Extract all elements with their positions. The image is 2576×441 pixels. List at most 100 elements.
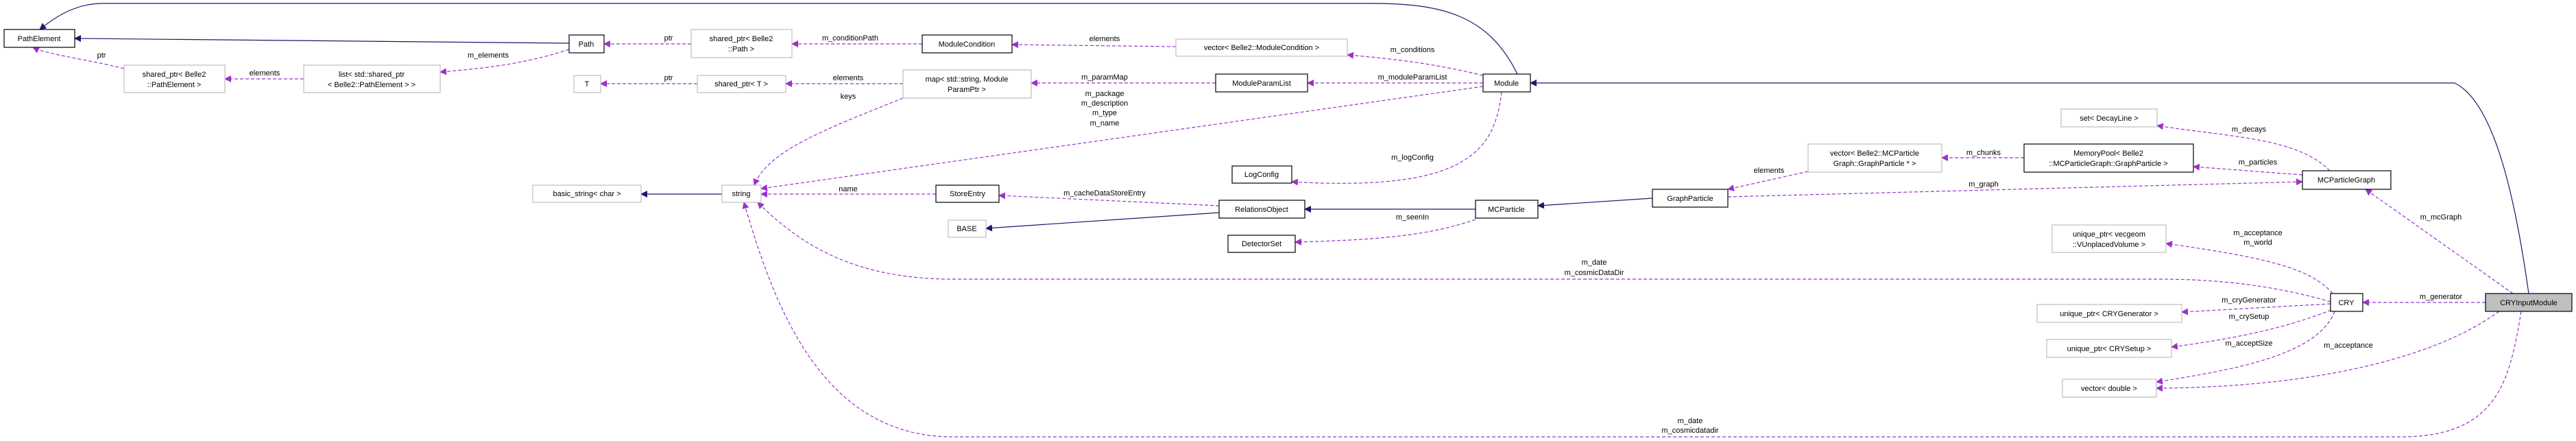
inheritance-edges: [39, 3, 2529, 294]
node-relationsobject[interactable]: RelationsObject: [1218, 200, 1305, 219]
edge-m-logconfig: [1291, 91, 1502, 186]
edge-label: m_elements: [468, 51, 509, 60]
edge-relationsobject-to-base: [985, 212, 1220, 232]
node-label: DetectorSet: [1242, 240, 1281, 248]
node-label: ::VUnplacedVolume >: [2073, 241, 2145, 249]
node-label: vector< double >: [2081, 385, 2137, 393]
node-string[interactable]: string: [721, 184, 762, 203]
node-list-pathelement[interactable]: list< std::shared_ptr< Belle2::PathEleme…: [303, 64, 441, 93]
edge-m-acceptsize: [2156, 311, 2335, 385]
node-mcparticle[interactable]: MCParticle: [1475, 200, 1539, 219]
node-vector-graphparticle[interactable]: vector< Belle2::MCParticleGraph::GraphPa…: [1807, 143, 1942, 173]
node-label: ModuleParamList: [1232, 80, 1291, 88]
edge-m-seenin: [1295, 219, 1476, 246]
node-module[interactable]: Module: [1482, 73, 1531, 93]
edge-label: m_name: [1090, 119, 1120, 128]
node-unique-ptr-crysetup[interactable]: unique_ptr< CRYSetup >: [2046, 339, 2172, 358]
edge-label: m_cryGenerator: [2222, 296, 2276, 305]
edge-label: m_conditionPath: [822, 34, 878, 43]
usage-edges: [32, 40, 2522, 438]
node-path[interactable]: Path: [568, 34, 605, 53]
node-label: shared_ptr< Belle2: [710, 35, 773, 43]
node-label: ParamPtr >: [948, 86, 986, 94]
node-label: unique_ptr< CRYGenerator >: [2060, 310, 2158, 318]
edge-label: m_logConfig: [1391, 154, 1434, 162]
edge-cry-world: [2165, 241, 2333, 294]
node-label: unique_ptr< vecgeom: [2073, 230, 2145, 239]
node-modulecondition[interactable]: ModuleCondition: [922, 34, 1013, 53]
node-unique-ptr-vecgeom[interactable]: unique_ptr< vecgeom::VUnplacedVolume >: [2051, 224, 2167, 253]
edge-label: m_cosmicDataDir: [1565, 269, 1624, 277]
edge-label: m_generator: [2420, 293, 2463, 301]
edge-label: elements: [250, 69, 280, 78]
node-label: ModuleCondition: [939, 40, 996, 49]
edge-label: m_conditions: [1391, 46, 1435, 54]
node-detectorset[interactable]: DetectorSet: [1227, 235, 1296, 253]
node-unique-ptr-crygenerator[interactable]: unique_ptr< CRYGenerator >: [2036, 304, 2182, 323]
edge-label: elements: [1090, 35, 1120, 43]
node-vector-modulecondition[interactable]: vector< Belle2::ModuleCondition >: [1175, 38, 1348, 57]
node-shared-ptr-t[interactable]: shared_ptr< T >: [697, 75, 786, 93]
node-label: list< std::shared_ptr: [339, 71, 405, 79]
node-label: Module: [1494, 80, 1519, 88]
node-label: shared_ptr< Belle2: [143, 71, 206, 79]
edge-m-crysetup: [2171, 309, 2332, 350]
node-label: basic_string< char >: [553, 190, 621, 198]
edge-cry-strings: [757, 202, 2331, 302]
node-shared-ptr-pathelement[interactable]: shared_ptr< Belle2::PathElement >: [123, 64, 226, 93]
node-label: RelationsObject: [1235, 206, 1288, 214]
node-logconfig[interactable]: LogConfig: [1231, 165, 1292, 184]
node-label: CRY: [2338, 299, 2355, 307]
edge-label: m_package: [1085, 90, 1124, 98]
node-storeentry[interactable]: StoreEntry: [935, 184, 1000, 203]
node-mcparticlegraph[interactable]: MCParticleGraph: [2302, 170, 2392, 190]
node-moduleparamlist[interactable]: ModuleParamList: [1215, 73, 1308, 93]
node-label: Path: [579, 40, 594, 49]
node-label: Graph::GraphParticle * >: [1833, 160, 1916, 168]
edge-m-graph: [1727, 178, 2303, 198]
node-base[interactable]: BASE: [948, 219, 987, 238]
node-label: CRYInputModule: [2500, 299, 2557, 307]
node-shared-ptr-path[interactable]: shared_ptr< Belle2::Path >: [690, 29, 793, 58]
edge-graphparticle-to-mcparticle: [1537, 198, 1653, 209]
node-memorypool[interactable]: MemoryPool< Belle2::MCParticleGraph::Gra…: [2023, 143, 2194, 173]
node-set-decayline[interactable]: set< DecayLine >: [2060, 108, 2158, 128]
edge-label: m_seenIn: [1396, 213, 1429, 222]
edge-elements-graph: [1727, 171, 1809, 191]
edge-label: name: [839, 185, 858, 193]
edge-labels: ptr elements m_elements ptr m_conditionP…: [97, 34, 2463, 435]
node-basic-string[interactable]: basic_string< char >: [532, 184, 642, 203]
node-cryinputmodule[interactable]: CRYInputModule: [2485, 293, 2573, 312]
edge-label: m_description: [1081, 99, 1128, 108]
node-label: unique_ptr< CRYSetup >: [2067, 345, 2152, 353]
node-label: < Belle2::PathElement > >: [328, 81, 416, 89]
node-label: vector< Belle2::ModuleCondition >: [1204, 44, 1319, 52]
node-graphparticle[interactable]: GraphParticle: [1652, 189, 1729, 208]
node-pathelement[interactable]: PathElement: [3, 29, 75, 48]
edge-elements-conditions: [1011, 41, 1177, 49]
node-cry[interactable]: CRY: [2330, 293, 2363, 312]
edge-m-elements: [440, 49, 570, 75]
edge-label: m_date: [1678, 417, 1703, 425]
edge-label: ptr: [664, 74, 673, 82]
node-label: LogConfig: [1244, 171, 1279, 179]
edge-label: m_acceptSize: [2225, 339, 2272, 348]
node-label: ::Path >: [728, 45, 754, 53]
edge-m-acceptance: [2156, 311, 2500, 392]
edge-m-crygenerator: [2181, 303, 2331, 315]
edge-ptr-pathelement: [32, 47, 125, 69]
edge-label: m_date: [1582, 259, 1607, 267]
edge-label: elements: [1754, 167, 1785, 175]
edge-label: m_acceptance: [2233, 229, 2283, 237]
node-vector-double[interactable]: vector< double >: [2062, 379, 2157, 398]
node-label: ::MCParticleGraph::GraphParticle >: [2049, 160, 2167, 168]
edge-label: m_paramMap: [1081, 73, 1128, 82]
node-t[interactable]: T: [573, 75, 601, 93]
node-label: vector< Belle2::MCParticle: [1830, 150, 1919, 158]
edge-label: m_world: [2243, 239, 2272, 247]
edge-module-strings: [760, 86, 1484, 191]
edge-label: m_decays: [2232, 126, 2267, 134]
edge-label: m_mcGraph: [2420, 213, 2462, 222]
edge-m-cachedatastoreentry: [998, 192, 1220, 206]
